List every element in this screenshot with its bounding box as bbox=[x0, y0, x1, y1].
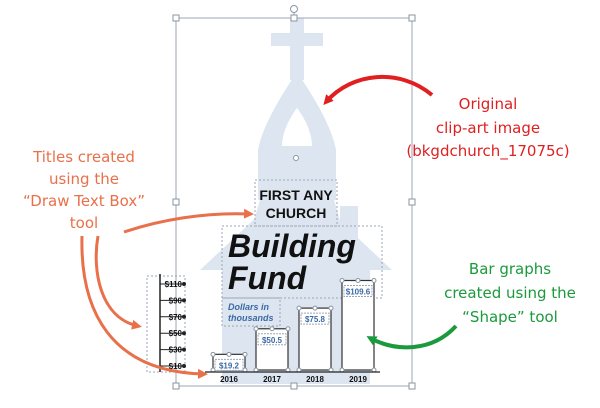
annotation-line: Original bbox=[459, 95, 518, 113]
bar-value-label: $75.8 bbox=[305, 315, 326, 324]
bar-category-label: 2016 bbox=[220, 375, 238, 384]
bar-category-label: 2018 bbox=[306, 375, 324, 384]
y-tick-label: $30 bbox=[169, 346, 183, 355]
bar-resize-handle[interactable] bbox=[339, 277, 345, 283]
bar-value-label-box[interactable] bbox=[257, 333, 287, 346]
bar-resize-handle[interactable] bbox=[328, 305, 334, 311]
bar-chart[interactable]: $19.2 2016 $50.5 2017 $75.8 2018 $109.6 2019 bbox=[205, 277, 380, 384]
bar-resize-handle[interactable] bbox=[226, 351, 232, 357]
annotation-line: Titles created bbox=[32, 148, 135, 166]
bar-category-label: 2017 bbox=[263, 375, 281, 384]
resize-handle[interactable] bbox=[172, 382, 180, 390]
resize-handle[interactable] bbox=[172, 198, 180, 206]
units-label-textbox[interactable]: Dollars in thousands bbox=[221, 297, 281, 327]
y-axis: $110 $90 $70 $50 $30 $10 bbox=[146, 274, 186, 373]
annotation-original-image: Original clip-art image (bkgdchurch_1707… bbox=[323, 75, 570, 161]
bar-value-label: $109.6 bbox=[346, 287, 371, 296]
rotation-handle[interactable] bbox=[293, 155, 299, 161]
bar-resize-handle[interactable] bbox=[253, 326, 259, 332]
resize-handle[interactable] bbox=[290, 14, 298, 22]
fund-title-textbox[interactable]: Building Fund bbox=[221, 225, 383, 299]
y-tick-marker bbox=[182, 314, 186, 319]
bar-resize-handle[interactable] bbox=[355, 277, 361, 283]
church-steeple-window bbox=[282, 108, 312, 146]
annotation-line: created using the bbox=[444, 284, 576, 302]
y-tick-marker bbox=[182, 282, 186, 286]
bar-resize-handle[interactable] bbox=[296, 305, 302, 311]
bar-resize-handle[interactable] bbox=[312, 305, 318, 311]
annotation-bars-note: Bar graphs created using the “Shape” too… bbox=[366, 260, 576, 350]
image-selection-frame[interactable] bbox=[172, 5, 416, 390]
annotation-line: “Shape” tool bbox=[462, 308, 558, 326]
y-tick-label: $10 bbox=[169, 362, 183, 371]
resize-handle[interactable] bbox=[172, 14, 180, 22]
rotation-handle[interactable] bbox=[290, 5, 298, 13]
annotation-line: Bar graphs bbox=[469, 260, 551, 278]
resize-handle[interactable] bbox=[408, 14, 416, 22]
fund-title-line1: Building bbox=[228, 228, 356, 264]
annotation-line: tool bbox=[70, 214, 98, 232]
annotation-titles-note: Titles created using the “Draw Text Box”… bbox=[23, 148, 254, 379]
bar-value-label: $50.5 bbox=[262, 336, 283, 345]
resize-handle[interactable] bbox=[408, 198, 416, 206]
church-clipart-image[interactable] bbox=[200, 18, 392, 384]
units-label-line1: Dollars in bbox=[228, 302, 270, 312]
y-tick-label: $50 bbox=[169, 329, 183, 338]
resize-handle[interactable] bbox=[408, 382, 416, 390]
annotation-line: clip-art image bbox=[436, 119, 540, 137]
bar-resize-handle[interactable] bbox=[269, 326, 275, 332]
bar-value-label-box[interactable] bbox=[300, 312, 330, 325]
fund-title-line2: Fund bbox=[228, 260, 308, 296]
annotation-line: (bkgdchurch_17075c) bbox=[406, 142, 569, 161]
bar-resize-handle[interactable] bbox=[285, 326, 291, 332]
bar-category-label: 2019 bbox=[349, 375, 367, 384]
bar-value-label: $19.2 bbox=[219, 361, 240, 370]
units-label-line2: thousands bbox=[228, 313, 274, 323]
y-tick-marker bbox=[182, 347, 186, 352]
church-title-textbox[interactable]: FIRST ANY CHURCH bbox=[254, 179, 338, 227]
resize-handle[interactable] bbox=[290, 382, 298, 390]
y-tick-marker bbox=[182, 364, 186, 368]
church-title-line1: FIRST ANY bbox=[259, 187, 333, 203]
y-tick-label: $70 bbox=[169, 313, 183, 322]
annotation-line: using the bbox=[49, 170, 119, 188]
bar-value-label-box[interactable] bbox=[214, 358, 244, 371]
annotation-line: “Draw Text Box” bbox=[23, 192, 145, 210]
bar-resize-handle[interactable] bbox=[210, 351, 216, 357]
bar-value-label-box[interactable] bbox=[343, 284, 373, 297]
y-tick-label: $90 bbox=[169, 296, 183, 305]
y-tick-label: $110 bbox=[165, 280, 183, 289]
y-tick-marker bbox=[182, 331, 186, 336]
bar-resize-handle[interactable] bbox=[371, 277, 377, 283]
church-title-line2: CHURCH bbox=[266, 205, 327, 221]
bar-resize-handle[interactable] bbox=[242, 351, 248, 357]
y-tick-marker bbox=[182, 298, 186, 303]
